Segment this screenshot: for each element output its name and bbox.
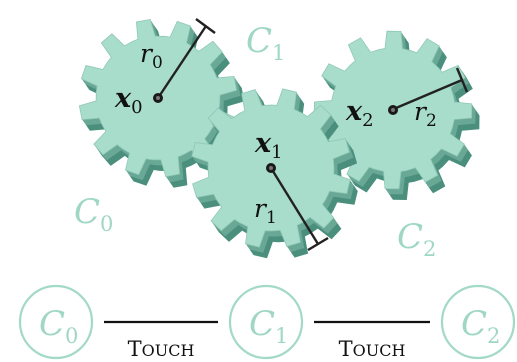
radius-1-label: r1 — [254, 194, 277, 228]
gear-1-annotations: r1 x1 — [254, 128, 329, 252]
radius-0-label: r0 — [140, 39, 163, 73]
touch-graph: C0 C1 C2 TOUCH TOUCH — [18, 284, 516, 361]
gears-layer — [78, 18, 480, 259]
gear-2 — [313, 30, 480, 201]
gear-1 — [191, 88, 358, 259]
center-1-label: x1 — [254, 128, 283, 163]
graph-node-0 — [18, 284, 94, 360]
graph-node-1 — [228, 284, 304, 360]
radius-1-line — [269, 167, 320, 245]
radius-0-line — [157, 25, 207, 99]
gear-0-annotations: r0 x0 — [114, 18, 216, 118]
region-2-label: C2 — [397, 217, 436, 261]
radius-2-line — [395, 78, 463, 110]
graph-node-1-label: C1 — [249, 304, 288, 348]
radius-0-tick — [195, 18, 216, 34]
center-0-label: x0 — [114, 83, 143, 118]
center-1-dot-highlight — [269, 166, 273, 170]
gear-2-annotations: r2 x2 — [345, 67, 469, 131]
graph-node-0-label: C0 — [39, 304, 78, 348]
region-1-label: C1 — [246, 21, 285, 65]
radius-2-tick — [455, 67, 469, 93]
center-2-dot-highlight — [391, 108, 395, 112]
region-0-label: C0 — [74, 192, 113, 236]
graph-edge-0-label: TOUCH — [128, 337, 195, 361]
graph-node-2 — [440, 284, 516, 360]
center-2-label: x2 — [345, 96, 374, 131]
radius-2-label: r2 — [414, 97, 437, 131]
graph-node-2-label: C2 — [461, 304, 500, 348]
radius-1-tick — [307, 236, 329, 252]
graph-edge-1-label: TOUCH — [339, 337, 406, 361]
center-0-dot-highlight — [156, 96, 160, 100]
